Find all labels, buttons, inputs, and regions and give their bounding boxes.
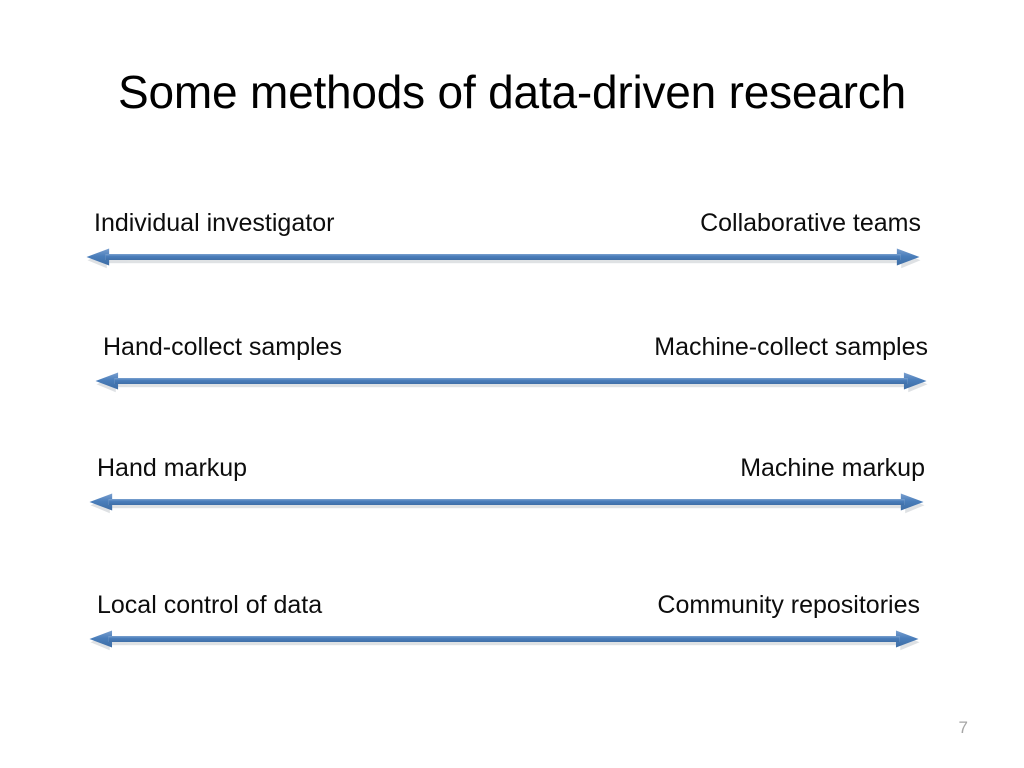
double-headed-arrow-icon (84, 246, 922, 272)
spectrum-left-label: Individual investigator (94, 209, 335, 237)
spectrum-labels: Hand markup Machine markup (87, 451, 926, 491)
spectrum-left-label: Hand-collect samples (103, 333, 342, 361)
spectrum-right-label: Machine-collect samples (654, 333, 928, 361)
spectrum-row: Hand markup Machine markup (87, 451, 926, 521)
spectrum-labels: Local control of data Community reposito… (87, 588, 921, 628)
spectrum-right-label: Machine markup (740, 454, 925, 482)
double-headed-arrow-icon (87, 491, 926, 517)
slide-number: 7 (958, 718, 968, 737)
spectrum-labels: Hand-collect samples Machine-collect sam… (93, 330, 929, 370)
spectrum-left-label: Local control of data (97, 591, 323, 619)
spectrum-right-label: Community repositories (657, 591, 920, 619)
spectrum-row: Hand-collect samples Machine-collect sam… (93, 330, 929, 400)
double-headed-arrow-icon (93, 370, 929, 396)
page-title: Some methods of data-driven research (118, 66, 906, 118)
spectrum-row: Individual investigator Collaborative te… (84, 206, 922, 276)
spectrum-right-label: Collaborative teams (700, 209, 921, 237)
spectrum-left-label: Hand markup (97, 454, 248, 482)
spectrum-labels: Individual investigator Collaborative te… (84, 206, 922, 246)
double-headed-arrow-icon (87, 628, 921, 654)
spectrum-row: Local control of data Community reposito… (87, 588, 921, 658)
